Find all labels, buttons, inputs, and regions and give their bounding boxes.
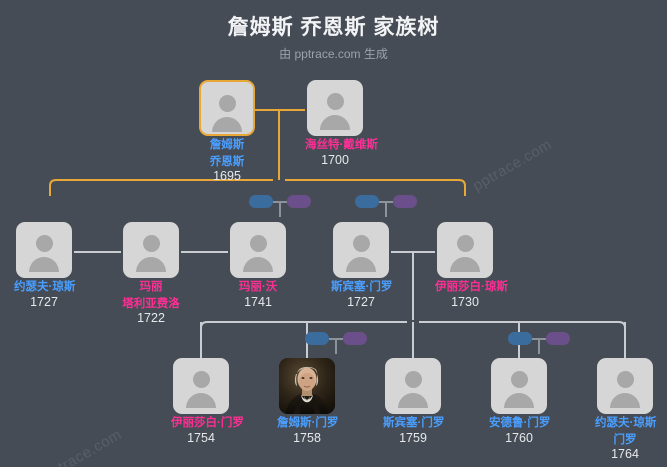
marriage-badge-andrew-monroe[interactable]	[508, 332, 570, 354]
avatar[interactable]	[333, 222, 389, 278]
female-pill-icon	[393, 195, 417, 208]
person-icon	[243, 257, 273, 272]
male-pill-icon	[249, 195, 273, 208]
person-name: 詹姆斯·门罗	[277, 417, 339, 429]
person-icon	[346, 257, 376, 272]
avatar[interactable]	[16, 222, 72, 278]
person-name: 约瑟夫·琼斯	[14, 281, 76, 293]
person-icon	[186, 393, 216, 408]
person-name: 斯宾塞·门罗	[383, 417, 445, 429]
person-year: 1764	[611, 447, 639, 461]
person-name: 玛丽	[139, 281, 163, 293]
person-node-mary-waugh[interactable]: 玛丽·沃 1741	[228, 222, 288, 310]
person-icon	[398, 393, 428, 408]
person-year: 1754	[187, 430, 215, 445]
person-name: 门罗	[613, 433, 637, 446]
person-icon	[504, 393, 534, 408]
person-name: 约瑟夫·琼斯	[595, 417, 657, 429]
female-pill-icon	[343, 332, 367, 345]
person-name: 乔恩斯	[209, 155, 245, 168]
avatar[interactable]	[307, 80, 363, 136]
person-name: 玛丽·沃	[238, 281, 278, 293]
page-subtitle: 由 pptrace.com 生成	[279, 47, 388, 61]
avatar[interactable]	[597, 358, 653, 414]
person-year: 1758	[293, 430, 321, 445]
male-pill-icon	[508, 332, 532, 345]
person-node-hester-davis[interactable]: 海丝特·戴维斯 1700	[305, 80, 378, 168]
person-year: 1727	[347, 294, 375, 309]
badge-stem	[538, 338, 540, 354]
person-node-elizabeth-monroe[interactable]: 伊丽莎白·门罗 1754	[171, 358, 244, 446]
person-year: 1700	[321, 152, 349, 167]
person-icon	[610, 393, 640, 408]
person-name: 安德鲁·门罗	[489, 417, 551, 429]
avatar[interactable]	[173, 358, 229, 414]
person-year: 1759	[399, 430, 427, 445]
person-icon	[450, 257, 480, 272]
watermark: pptrace.com	[470, 135, 555, 195]
person-name: 伊丽莎白·门罗	[171, 417, 244, 429]
person-node-joseph-jones-monroe[interactable]: 约瑟夫·琼斯 门罗 1764	[595, 358, 657, 462]
avatar[interactable]	[230, 222, 286, 278]
person-icon	[326, 93, 344, 110]
person-node-spence-monroe[interactable]: 斯宾塞·门罗 1727	[331, 222, 393, 310]
chart-header: 詹姆斯 乔恩斯 家族树 由 pptrace.com 生成	[0, 14, 667, 64]
person-icon	[616, 371, 634, 388]
person-year: 1727	[30, 294, 58, 309]
person-icon	[510, 371, 528, 388]
avatar[interactable]	[385, 358, 441, 414]
person-node-james-monroe[interactable]: 詹姆斯·门罗 1758	[277, 358, 339, 446]
marriage-badge-james-monroe[interactable]	[305, 332, 367, 354]
badge-stem	[279, 201, 281, 217]
person-node-mary-taliaferro[interactable]: 玛丽 塔利亚费洛 1722	[121, 222, 181, 326]
person-year: 1741	[244, 294, 272, 309]
person-name: 詹姆斯	[209, 139, 245, 151]
avatar[interactable]	[437, 222, 493, 278]
badge-stem	[385, 201, 387, 217]
person-year: 1695	[213, 169, 241, 183]
avatar[interactable]	[491, 358, 547, 414]
page-title: 詹姆斯 乔恩斯 家族树	[227, 16, 440, 39]
female-pill-icon	[546, 332, 570, 345]
person-node-andrew-monroe[interactable]: 安德鲁·门罗 1760	[489, 358, 551, 446]
person-icon	[456, 235, 474, 252]
avatar[interactable]	[279, 358, 335, 414]
person-node-joseph-jones[interactable]: 约瑟夫·琼斯 1727	[14, 222, 76, 310]
person-icon	[136, 257, 166, 272]
male-pill-icon	[355, 195, 379, 208]
avatar[interactable]	[123, 222, 179, 278]
person-node-james-jones[interactable]: 詹姆斯 乔恩斯 1695	[197, 80, 257, 184]
person-name: 海丝特·戴维斯	[305, 139, 378, 151]
person-icon	[142, 235, 160, 252]
portrait-photo	[279, 358, 335, 414]
person-icon	[29, 257, 59, 272]
person-year: 1760	[505, 430, 533, 445]
person-node-elizabeth-jones[interactable]: 伊丽莎白·琼斯 1730	[435, 222, 508, 310]
person-icon	[212, 117, 242, 132]
person-name: 伊丽莎白·琼斯	[435, 281, 508, 293]
marriage-badge-joseph-mary[interactable]	[249, 195, 311, 217]
person-name: 斯宾塞·门罗	[331, 281, 393, 293]
male-pill-icon	[305, 332, 329, 345]
person-icon	[404, 371, 422, 388]
avatar[interactable]	[199, 80, 255, 136]
person-icon	[35, 235, 53, 252]
badge-stem	[335, 338, 337, 354]
person-icon	[249, 235, 267, 252]
person-icon	[192, 371, 210, 388]
person-name: 塔利亚费洛	[122, 297, 180, 310]
person-node-spence-monroe-jr[interactable]: 斯宾塞·门罗 1759	[383, 358, 445, 446]
person-year: 1722	[137, 311, 165, 325]
person-icon	[320, 115, 350, 130]
person-icon	[352, 235, 370, 252]
female-pill-icon	[287, 195, 311, 208]
person-icon	[218, 95, 236, 112]
person-year: 1730	[451, 294, 479, 309]
watermark: pptrace.com	[40, 425, 125, 467]
marriage-badge-spence-elizabeth[interactable]	[355, 195, 417, 217]
